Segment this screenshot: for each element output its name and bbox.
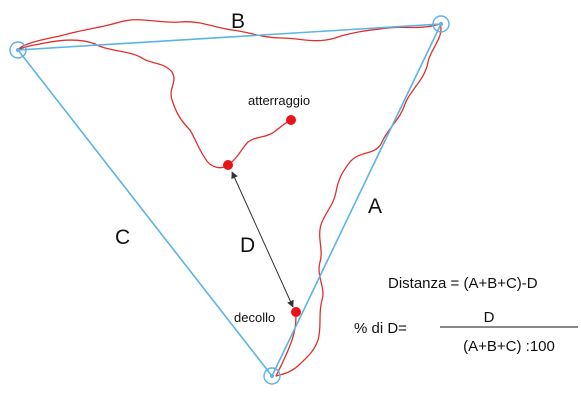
takeoff-point <box>291 307 301 317</box>
start-of-d-point <box>223 160 233 170</box>
label-side-c: C <box>115 226 130 249</box>
label-side-b: B <box>231 10 245 33</box>
turnpoint-b-c <box>9 41 27 59</box>
label-side-a: A <box>368 195 382 218</box>
label-landing: atterraggio <box>248 93 310 108</box>
d-arrow <box>231 171 294 308</box>
triangle-outline <box>16 23 443 378</box>
distance-formula: Distanza = (A+B+C)-D <box>388 275 538 292</box>
turnpoint-a-c <box>263 367 281 385</box>
landing-branch <box>227 119 292 166</box>
percent-formula-numerator: D <box>484 309 495 326</box>
percent-formula-prefix: % di D= <box>354 320 407 337</box>
turnpoint-a-b <box>432 15 450 33</box>
label-takeoff: decollo <box>234 310 275 325</box>
landing-point <box>286 115 296 125</box>
label-segment-d: D <box>240 234 255 257</box>
flight-track <box>17 19 442 377</box>
percent-formula-denominator: (A+B+C) :100 <box>463 338 555 355</box>
